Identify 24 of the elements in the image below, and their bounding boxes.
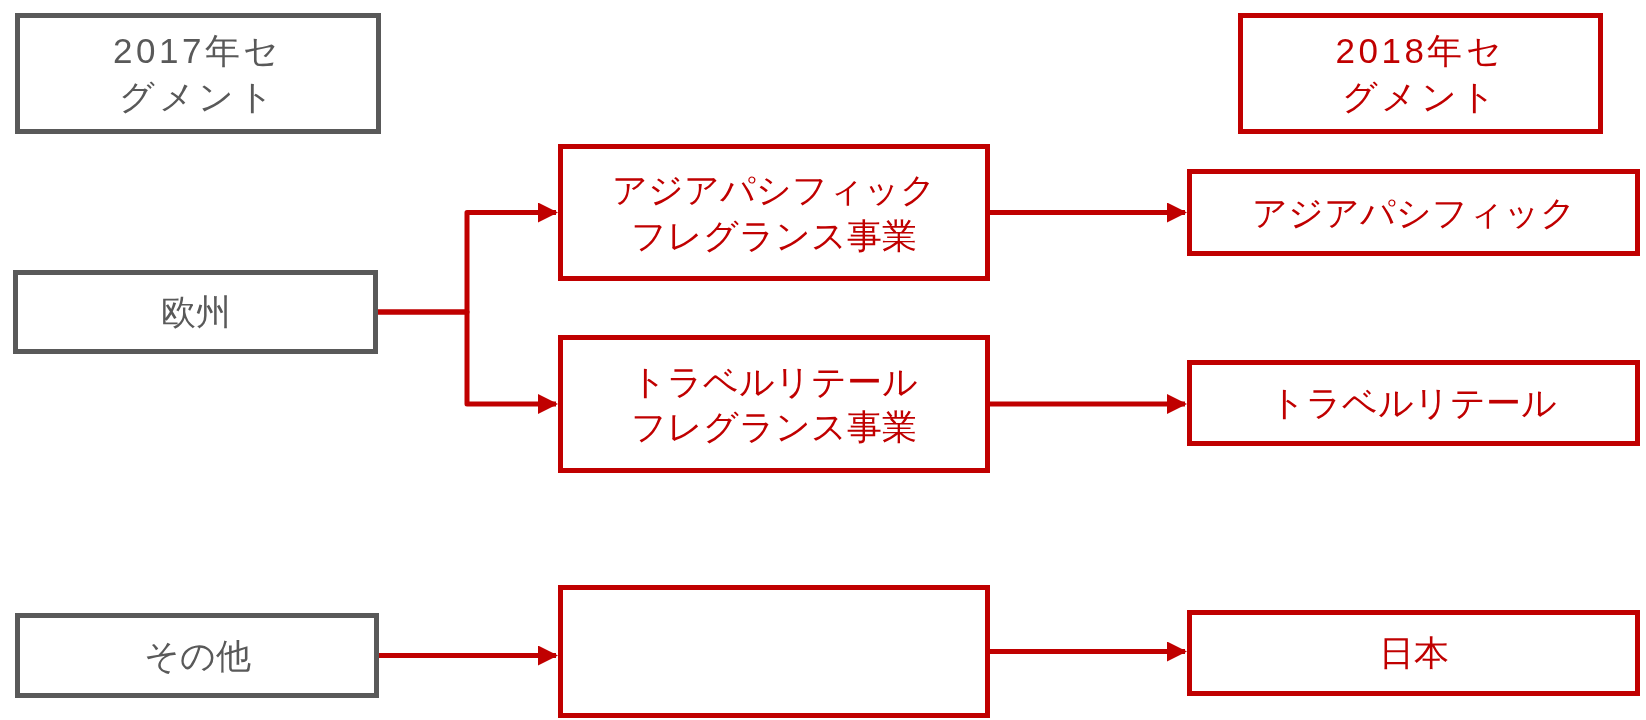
segment-box [1238, 13, 1603, 134]
segment-box [13, 270, 378, 354]
segment-label: 2017年セグメント [112, 30, 284, 118]
segment-box [1187, 610, 1640, 696]
segment-label: その他 [143, 634, 251, 677]
empty-box [558, 585, 990, 718]
segment-label: アジアパシフィック [1251, 191, 1576, 234]
segment-box [1187, 360, 1640, 446]
segment-label: 2018年セグメント [1334, 30, 1507, 118]
segment-label: 日本 [1378, 632, 1449, 675]
segment-label: トラベルリテールフレグランス事業 [629, 360, 919, 448]
arrow [378, 309, 558, 414]
segment-box [15, 13, 381, 134]
segment-box [558, 335, 990, 473]
segment-box [1187, 169, 1640, 256]
segment-box [15, 613, 379, 698]
segment-label: アジアパシフィックフレグランス事業 [611, 169, 937, 257]
segment-box [558, 144, 990, 281]
segment-label: 欧州 [160, 291, 231, 334]
arrow [990, 394, 1187, 414]
segment-label: トラベルリテール [1270, 382, 1557, 425]
arrow [379, 645, 558, 666]
arrow [990, 202, 1187, 223]
arrow [990, 641, 1187, 662]
